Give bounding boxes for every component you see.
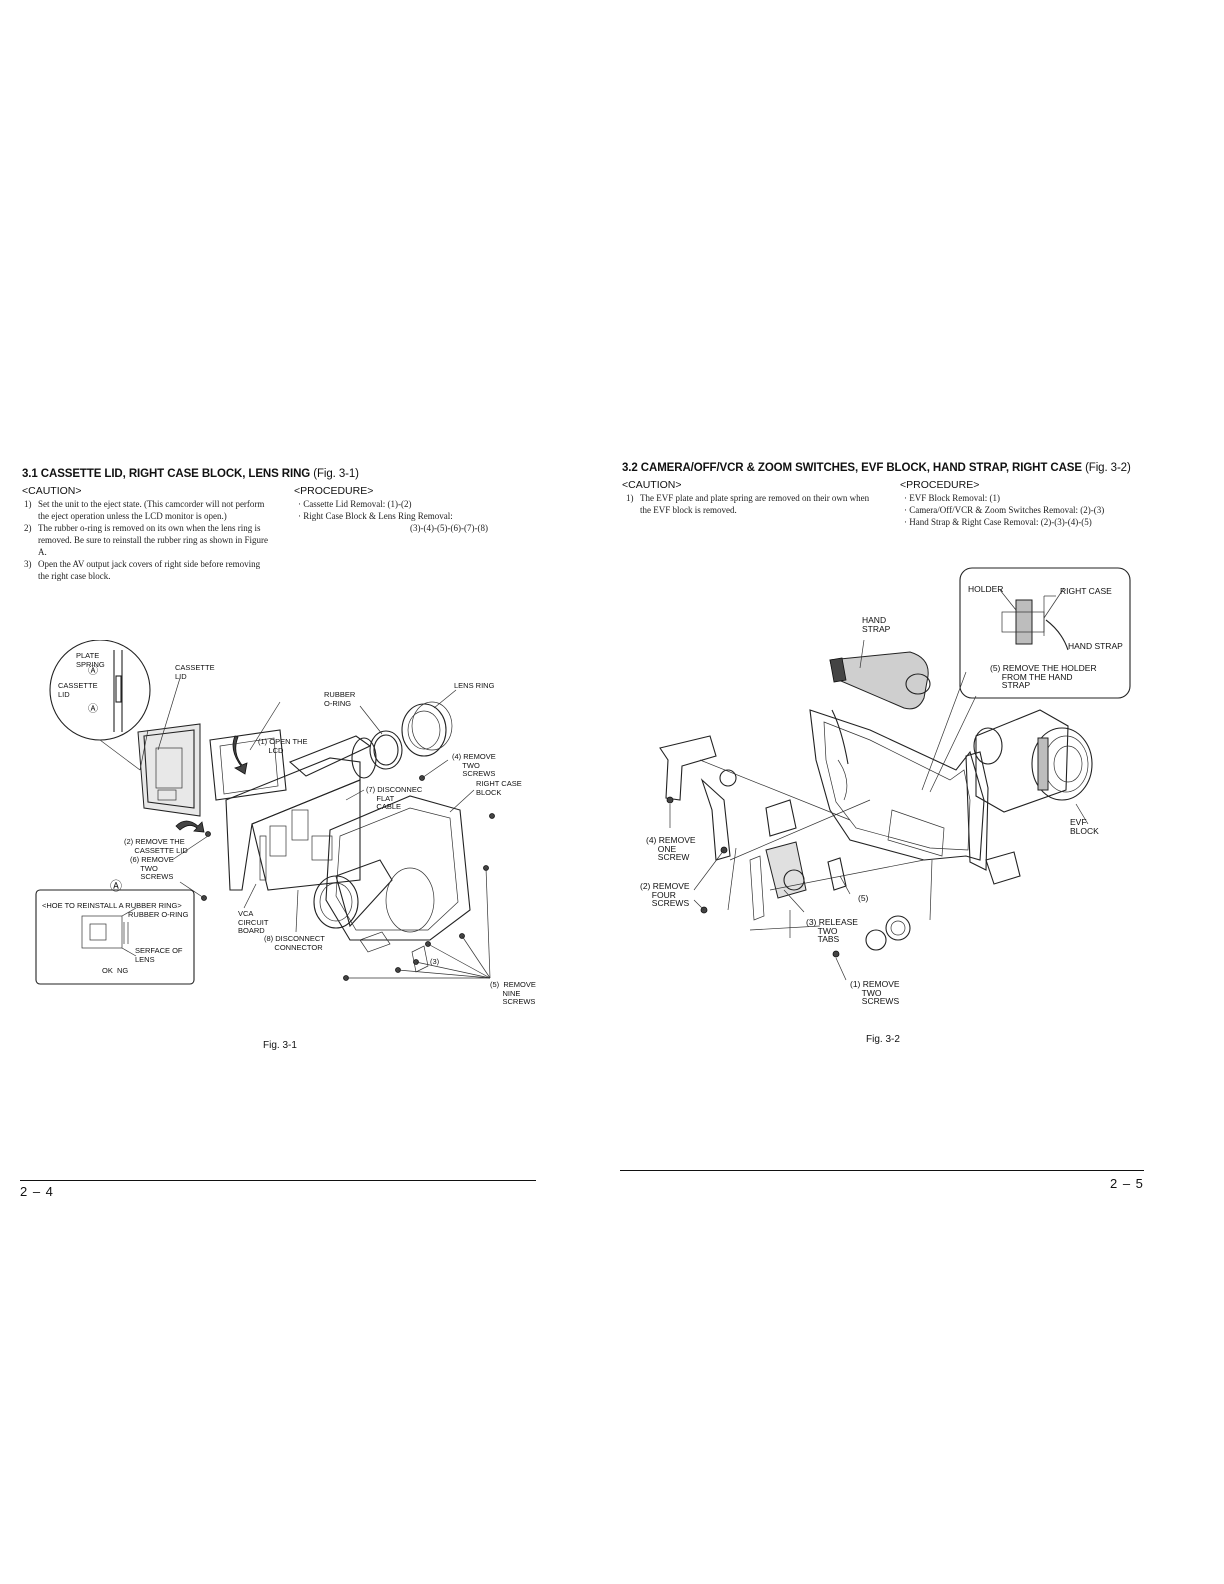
- label-step-6-remove-two-screws: (6) REMOVE TWO SCREWS: [130, 855, 174, 881]
- label-holder: HOLDER: [968, 584, 1004, 594]
- label-lens-ring: LENS RING: [454, 681, 495, 690]
- callout-a-marker: Ⓐ: [110, 879, 123, 893]
- label-step-7-disconnect-flat-cable: (7) DISCONNEC FLAT CABLE: [366, 785, 423, 811]
- label-step-1-open-lcd: (1) OPEN THE LCD: [258, 737, 308, 755]
- section-title-3-1: 3.1 CASSETTE LID, RIGHT CASE BLOCK, LENS…: [22, 468, 359, 480]
- procedure-list: · EVF Block Removal: (1) · Camera/Off/VC…: [904, 492, 1104, 528]
- label-hand-strap: HAND STRAP: [862, 615, 891, 634]
- label-vca-circuit-board: VCA CIRCUIT BOARD: [238, 909, 269, 935]
- procedure-item: · Right Case Block & Lens Ring Removal:: [298, 511, 453, 521]
- section-title-text: 3.1 CASSETTE LID, RIGHT CASE BLOCK, LENS…: [22, 468, 311, 480]
- label-rubber-o-ring-inset: RUBBER O-RING: [128, 910, 189, 919]
- label-step-5-remove-nine-screws: (5) REMOVE NINE SCREWS: [490, 980, 536, 1006]
- fig-3-2-exploded-diagram: [659, 567, 1131, 981]
- caution-heading: <CAUTION>: [622, 479, 682, 491]
- label-ok-ng: OK NG: [102, 966, 129, 975]
- figure-caption-3-1: Fig. 3-1: [263, 1040, 297, 1051]
- callout-a-marker: Ⓐ: [88, 666, 98, 677]
- caution-list: 1)Set the unit to the eject state. (This…: [22, 498, 270, 582]
- section-title-fig-ref: (Fig. 3-1): [313, 468, 359, 480]
- label-step-4-remove-two-screws: (4) REMOVE TWO SCREWS: [452, 752, 496, 778]
- label-step-1-remove-two-screws: (1) REMOVE TWO SCREWS: [850, 979, 900, 1006]
- section-title-fig-ref: (Fig. 3-2): [1085, 462, 1131, 474]
- procedure-heading: <PROCEDURE>: [294, 485, 374, 497]
- label-plate-spring: PLATE SPRING: [76, 651, 105, 669]
- label-hand-strap-inset: HAND STRAP: [1068, 641, 1123, 651]
- caution-item: 1)Set the unit to the eject state. (This…: [24, 499, 265, 521]
- section-title-text: 3.2 CAMERA/OFF/VCR & ZOOM SWITCHES, EVF …: [622, 462, 1082, 474]
- label-step-2-remove-cassette-lid: (2) REMOVE THE CASSETTE LID: [124, 837, 188, 855]
- callout-a-marker: Ⓐ: [88, 704, 98, 715]
- caution-item: 1)The EVF plate and plate spring are rem…: [626, 493, 870, 515]
- figure-caption-3-2: Fig. 3-2: [866, 1034, 900, 1045]
- label-step-8-disconnect-connector: (8) DISCONNECT CONNECTOR: [264, 934, 325, 952]
- procedure-list: · Cassette Lid Removal: (1)-(2) · Right …: [298, 498, 488, 534]
- label-step-2-remove-four-screws: (2) REMOVE FOUR SCREWS: [640, 881, 690, 908]
- procedure-item: · Hand Strap & Right Case Removal: (2)-(…: [904, 517, 1092, 527]
- label-right-case-inset: RIGHT CASE: [1060, 586, 1112, 596]
- label-right-case-block: RIGHT CASE BLOCK: [476, 779, 522, 797]
- caution-item: 2)The rubber o-ring is removed on its ow…: [24, 523, 268, 557]
- page-number-right: 2 – 5: [1110, 1176, 1144, 1191]
- fig-3-1-exploded-diagram: [35, 640, 495, 985]
- caution-heading: <CAUTION>: [22, 485, 82, 497]
- label-step-3: (3): [430, 957, 440, 966]
- label-step-3-release-two-tabs: (3) RELEASE TWO TABS: [806, 917, 858, 944]
- procedure-item: · Camera/Off/VCR & Zoom Switches Removal…: [904, 505, 1105, 515]
- page-number-left: 2 – 4: [20, 1184, 54, 1199]
- label-step-5-remove-holder: (5) REMOVE THE HOLDER FROM THE HAND STRA…: [990, 663, 1097, 690]
- caution-item: 3)Open the AV output jack covers of righ…: [24, 559, 261, 581]
- label-evf-block: EVF BLOCK: [1070, 817, 1099, 836]
- section-title-3-2: 3.2 CAMERA/OFF/VCR & ZOOM SWITCHES, EVF …: [622, 462, 1131, 474]
- label-cassette-lid-inset: CASSETTE LID: [58, 681, 98, 699]
- procedure-item: · EVF Block Removal: (1): [904, 493, 1000, 503]
- procedure-item: (3)-(4)-(5)-(6)-(7)-(8): [410, 523, 488, 533]
- caution-list: 1)The EVF plate and plate spring are rem…: [624, 492, 874, 516]
- footer-rule-left: [20, 1180, 536, 1181]
- procedure-heading: <PROCEDURE>: [900, 479, 980, 491]
- label-cassette-lid: CASSETTE LID: [175, 663, 215, 681]
- footer-rule-right: [620, 1170, 1144, 1171]
- label-how-to-reinstall-rubber-ring: <HOE TO REINSTALL A RUBBER RING>: [42, 901, 182, 910]
- label-step-4-remove-one-screw: (4) REMOVE ONE SCREW: [646, 835, 696, 862]
- label-rubber-o-ring: RUBBER O-RING: [324, 690, 356, 708]
- procedure-item: · Cassette Lid Removal: (1)-(2): [298, 499, 412, 509]
- label-step-5: (5): [858, 893, 869, 903]
- label-surface-of-lens: SERFACE OF LENS: [135, 946, 183, 964]
